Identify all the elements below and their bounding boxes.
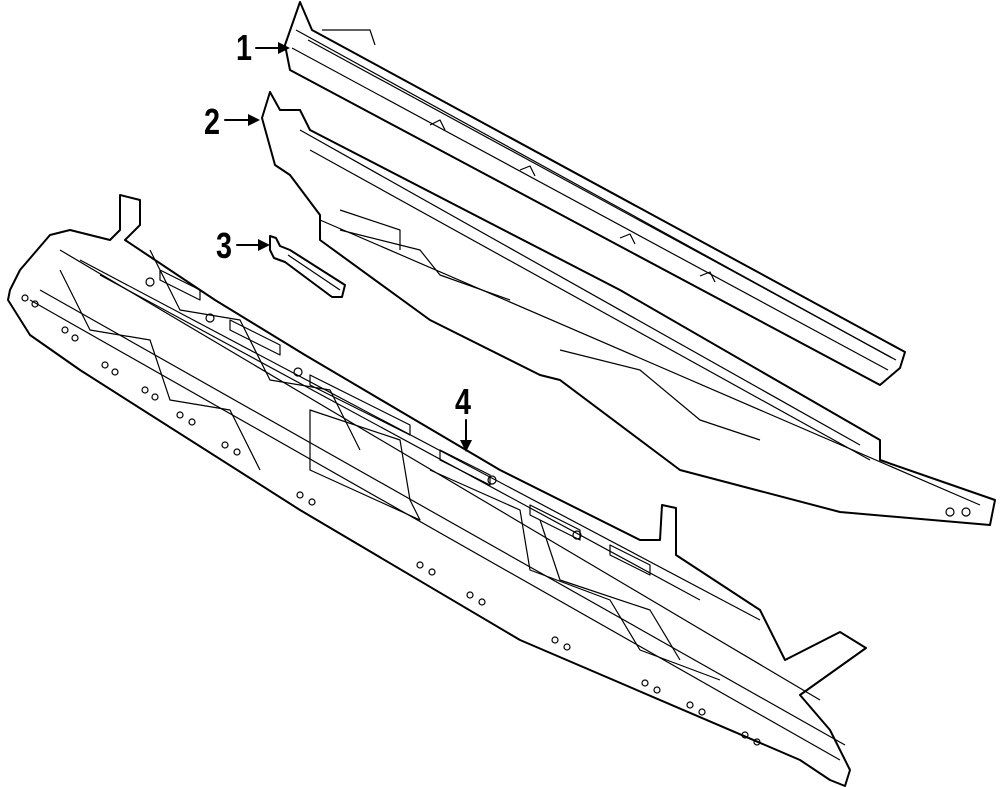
- part-1-molding: [284, 1, 906, 386]
- callout-3: 3: [216, 225, 233, 266]
- leader-arrows: [224, 42, 472, 452]
- part-4-main-grille: [7, 194, 867, 787]
- callout-2: 2: [204, 101, 221, 142]
- part-3-bracket: [269, 235, 346, 298]
- mounting-holes: [21, 277, 761, 746]
- part-2-upper-grille: [261, 91, 996, 526]
- callout-1: 1: [236, 27, 253, 68]
- callout-4: 4: [455, 381, 472, 422]
